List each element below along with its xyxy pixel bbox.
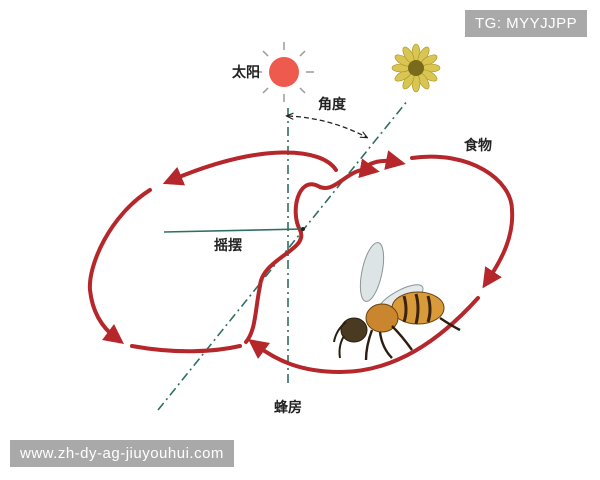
angle-arc xyxy=(288,116,366,137)
right-return-loop-bottom xyxy=(247,296,480,375)
hive-label: 蜂房 xyxy=(274,399,302,416)
food-direction-line xyxy=(157,99,409,411)
flower-icon xyxy=(391,43,441,93)
bee-icon xyxy=(333,242,461,361)
waggle-run-path xyxy=(244,158,380,344)
top-center-arrow xyxy=(362,150,406,170)
left-return-loop-side xyxy=(87,188,152,345)
left-return-loop-bottom xyxy=(130,344,242,354)
food-label: 食物 xyxy=(464,137,492,154)
sun-icon xyxy=(254,42,314,102)
left-return-loop-top xyxy=(162,150,338,186)
angle-label: 角度 xyxy=(318,96,347,113)
right-return-loop-top xyxy=(410,154,515,289)
watermark-bottom-left: www.zh-dy-ag-jiuyouhui.com xyxy=(10,440,234,467)
waggle-label: 摇摆 xyxy=(214,237,242,254)
watermark-top-right: TG: MYYJJPP xyxy=(465,10,588,37)
waggle-pointer-line xyxy=(163,228,304,233)
sun-label: 太阳 xyxy=(232,64,260,81)
